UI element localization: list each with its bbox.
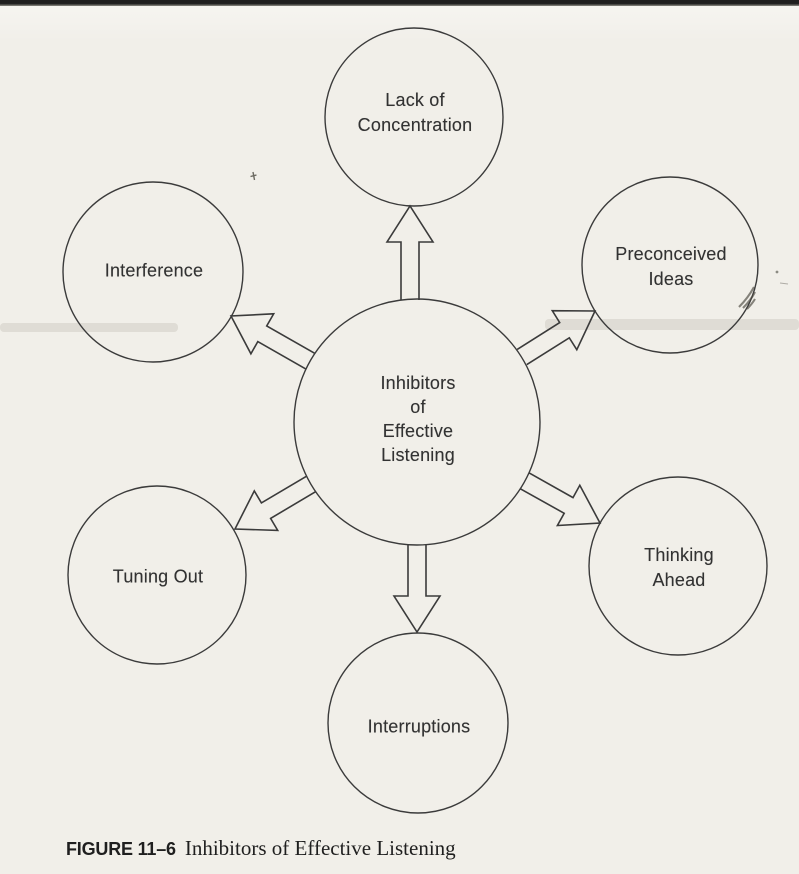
figure-title: Inhibitors of Effective Listening (184, 836, 456, 860)
scan-streak-artifact (0, 323, 178, 332)
arrow-to-interruptions (392, 545, 442, 634)
label-lack-of-concentration: Lack of Concentration (357, 90, 473, 135)
circle-tuning-out (67, 485, 247, 665)
arrow-to-interference (229, 312, 315, 370)
arrow-to-thinking-ahead (520, 472, 602, 527)
label-center-inhibitors: Inhibitors of Effective Listening (380, 373, 456, 465)
circle-interference (62, 181, 244, 363)
arrow-to-tuning-out (233, 475, 317, 532)
ink-speck-artifact (775, 270, 779, 274)
arrow-to-preconceived-ideas (516, 309, 597, 366)
circle-center-inhibitors (293, 298, 541, 546)
label-preconceived-ideas: Preconceived Ideas (615, 244, 727, 289)
circle-interruptions (327, 632, 509, 814)
ink-smudge-artifact (738, 286, 756, 310)
ink-speck-artifact (779, 282, 789, 285)
label-interruptions: Interruptions (367, 716, 471, 737)
label-thinking-ahead: Thinking Ahead (644, 545, 714, 590)
circle-thinking-ahead (588, 476, 768, 656)
scan-streak-artifact (545, 319, 799, 330)
circle-lack-of-concentration (324, 27, 504, 207)
circle-preconceived-ideas (581, 176, 759, 354)
scan-edge-artifact (0, 0, 799, 6)
stray-tick-artifact (250, 171, 257, 181)
label-interference: Interference (104, 260, 204, 281)
label-tuning-out: Tuning Out (112, 566, 204, 587)
arrow-to-lack-of-concentration (385, 204, 435, 300)
figure-number: FIGURE 11–6 (66, 839, 176, 859)
figure-caption: FIGURE 11–6 Inhibitors of Effective Liste… (66, 836, 456, 861)
